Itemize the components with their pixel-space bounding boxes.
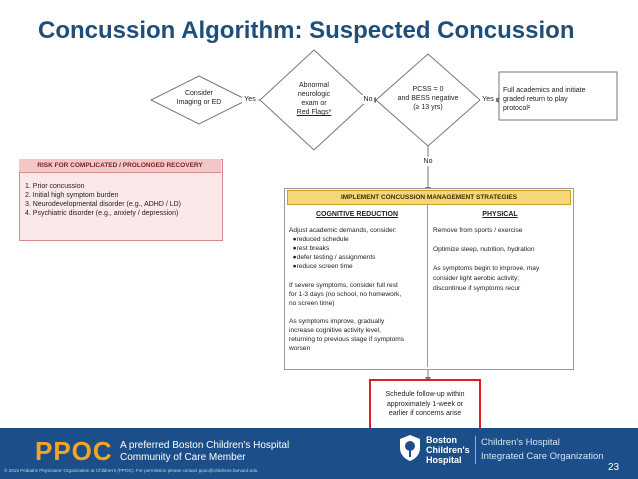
followup-text: Schedule follow-up within approximately … <box>385 391 465 417</box>
yes-label-1: Yes <box>242 95 258 104</box>
strategy-panel <box>284 188 574 370</box>
no-label-1: No <box>362 95 374 104</box>
pcss-decision-text: PCSS = 0 and BESS negative (≥ 13 yrs) <box>397 86 459 111</box>
risk-item: 3. Neurodevelopmental disorder (e.g., AD… <box>25 201 182 208</box>
no-label-2: No <box>420 157 436 166</box>
risk-heading: RISK FOR COMPLICATED / PROLONGED RECOVER… <box>19 159 221 173</box>
neuro-decision-text: Abnormal neurologic exam or <box>297 82 331 107</box>
footer-divider <box>475 436 476 464</box>
page-number: 23 <box>608 462 620 473</box>
red-flags-link[interactable]: Red Flags* <box>296 109 332 116</box>
footer-bar <box>0 428 638 479</box>
cognitive-heading: COGNITIVE REDUCTION <box>315 211 399 218</box>
risk-item: 1. Prior concussion <box>25 183 85 190</box>
physical-heading: PHYSICAL <box>482 211 518 218</box>
consider-diamond <box>149 75 249 125</box>
physical-text: Remove from sports / exercise Optimize s… <box>433 227 540 292</box>
consider-box: Consider Imaging or ED <box>176 90 222 106</box>
flowchart-lines <box>149 49 618 383</box>
outcome-box-shape <box>498 71 618 121</box>
slide-title: Concussion Algorithm: Suspected Concussi… <box>38 17 575 44</box>
hospital-name: Boston Children's Hospital <box>426 435 470 465</box>
risk-item: 2. Initial high symptom burden <box>25 192 119 199</box>
copyright-text: © 2015 Pediatric Physicians' Organizatio… <box>4 468 258 473</box>
neuro-decision-diamond <box>259 49 369 151</box>
hospital-seal-icon <box>400 435 420 461</box>
ico-name: Children's Hospital Integrated Care Orga… <box>481 437 604 462</box>
ppoc-tagline: A preferred Boston Children's Hospital C… <box>120 440 290 463</box>
strategy-heading: IMPLEMENT CONCUSSION MANAGEMENT STRATEGI… <box>287 190 571 205</box>
strategy-divider <box>427 204 428 367</box>
ppoc-logo: PPOC <box>35 436 113 466</box>
risk-item: 4. Psychiatric disorder (e.g., anxiety /… <box>25 210 179 217</box>
outcome-box: Full academics and initiate graded retur… <box>503 87 586 112</box>
yes-label-2: Yes <box>480 95 496 104</box>
cognitive-text: Adjust academic demands, consider: ●redu… <box>289 227 405 353</box>
